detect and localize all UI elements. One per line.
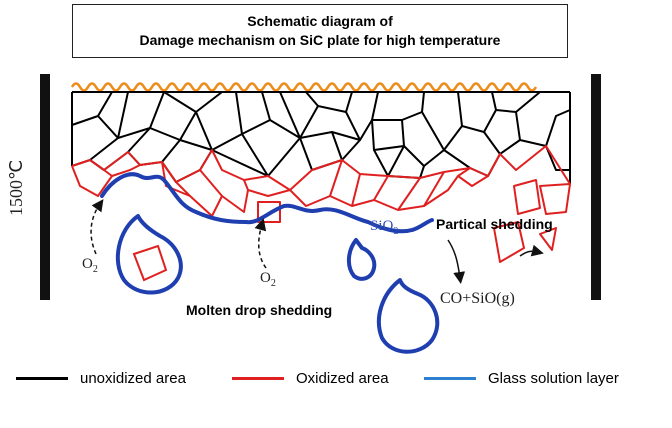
title-box: Schematic diagram of Damage mechanism on… bbox=[72, 4, 568, 58]
gas-products-label: CO+SiO(g) bbox=[440, 290, 515, 307]
title-line-1: Schematic diagram of bbox=[247, 13, 393, 29]
product-arrows bbox=[447, 239, 544, 284]
legend-swatch-oxidized bbox=[232, 377, 284, 380]
unoxidized-grains bbox=[71, 91, 571, 184]
left-plate-bar bbox=[40, 74, 50, 300]
oxygen-arrows bbox=[90, 199, 267, 269]
title-line-2: Damage mechanism on SiC plate for high t… bbox=[139, 32, 501, 48]
legend-label-glass: Glass solution layer bbox=[488, 370, 619, 387]
legend-item-unoxidized: unoxidized area bbox=[16, 370, 186, 387]
legend-item-glass: Glass solution layer bbox=[424, 370, 619, 387]
oxidized-zone bbox=[71, 145, 571, 263]
legend-swatch-glass bbox=[424, 377, 476, 380]
molten-drop-shedding-label: Molten drop shedding bbox=[186, 302, 333, 318]
legend-label-unoxidized: unoxidized area bbox=[80, 370, 186, 387]
legend-item-oxidized: Oxidized area bbox=[232, 370, 389, 387]
temperature-label: 1500℃ bbox=[6, 159, 26, 216]
glass-layer bbox=[100, 172, 440, 354]
legend-swatch-unoxidized bbox=[16, 377, 68, 380]
molten-drop-mid bbox=[347, 238, 377, 281]
oxide-grain-in-drop bbox=[132, 244, 168, 282]
legend-label-oxidized: Oxidized area bbox=[296, 370, 389, 387]
right-plate-bar bbox=[591, 74, 601, 300]
o2-label-left: O2 bbox=[82, 256, 98, 275]
molten-drop-bottom bbox=[376, 278, 440, 354]
heater-wave bbox=[70, 82, 538, 92]
legend: unoxidized area Oxidized area Glass solu… bbox=[0, 370, 672, 396]
partical-shedding-label: Partical shedding bbox=[436, 216, 553, 232]
molten-drop-left bbox=[115, 214, 183, 295]
sio2-label: SiO2 bbox=[370, 218, 399, 237]
o2-label-mid: O2 bbox=[260, 270, 276, 289]
